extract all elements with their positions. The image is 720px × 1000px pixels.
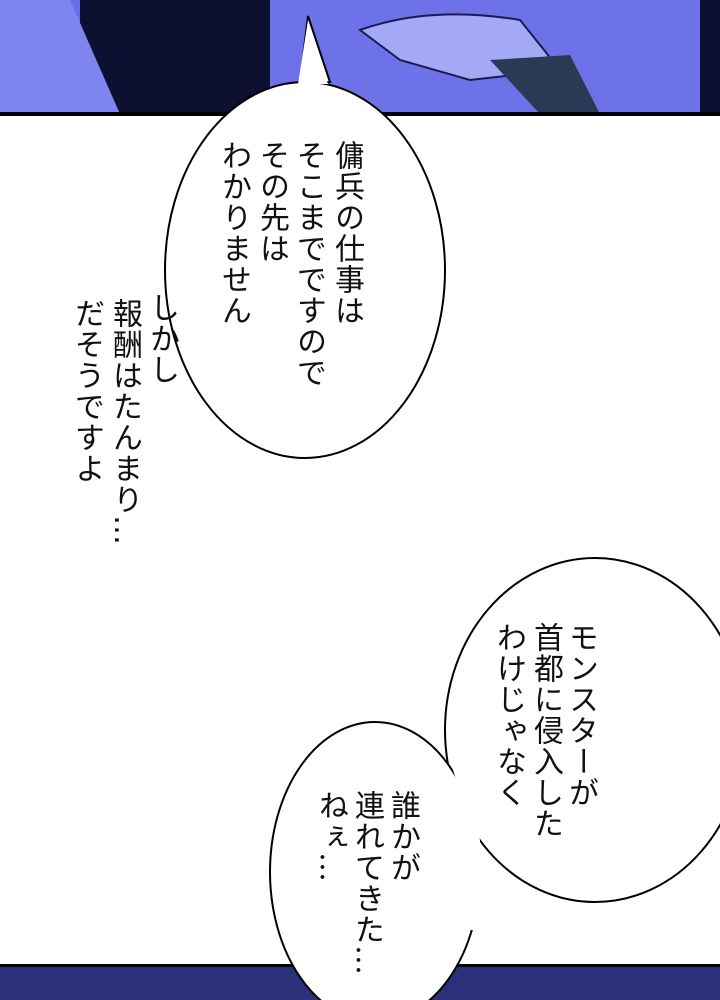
bubble3-line-2: 連れてきた… [349,790,384,976]
narration-line-1: しかし [144,292,179,385]
bubble1-line-1: 傭兵の仕事は [329,140,364,326]
bubble1-line-2: そこまでですので [291,140,326,388]
bubble2-line-1: モンスターが [563,622,598,808]
speech-bubble-1 [164,15,446,459]
narration-line-3: だそうですよ [69,298,104,484]
bubble3-line-3: ねぇ… [313,790,348,883]
narration-line-2: 報酬はたんまり… [107,298,142,546]
bubble2-line-3: わけじゃなく [491,622,526,808]
speech-bubble-2-3 [269,557,720,1000]
bubble1-line-3: その先は [254,140,289,264]
bubble1-line-4: わかりません [216,140,251,326]
bubble2-line-2: 首都に侵入した [528,622,563,839]
bubble3-line-1: 誰かが [385,790,420,883]
top-panel-illustration [0,0,720,116]
